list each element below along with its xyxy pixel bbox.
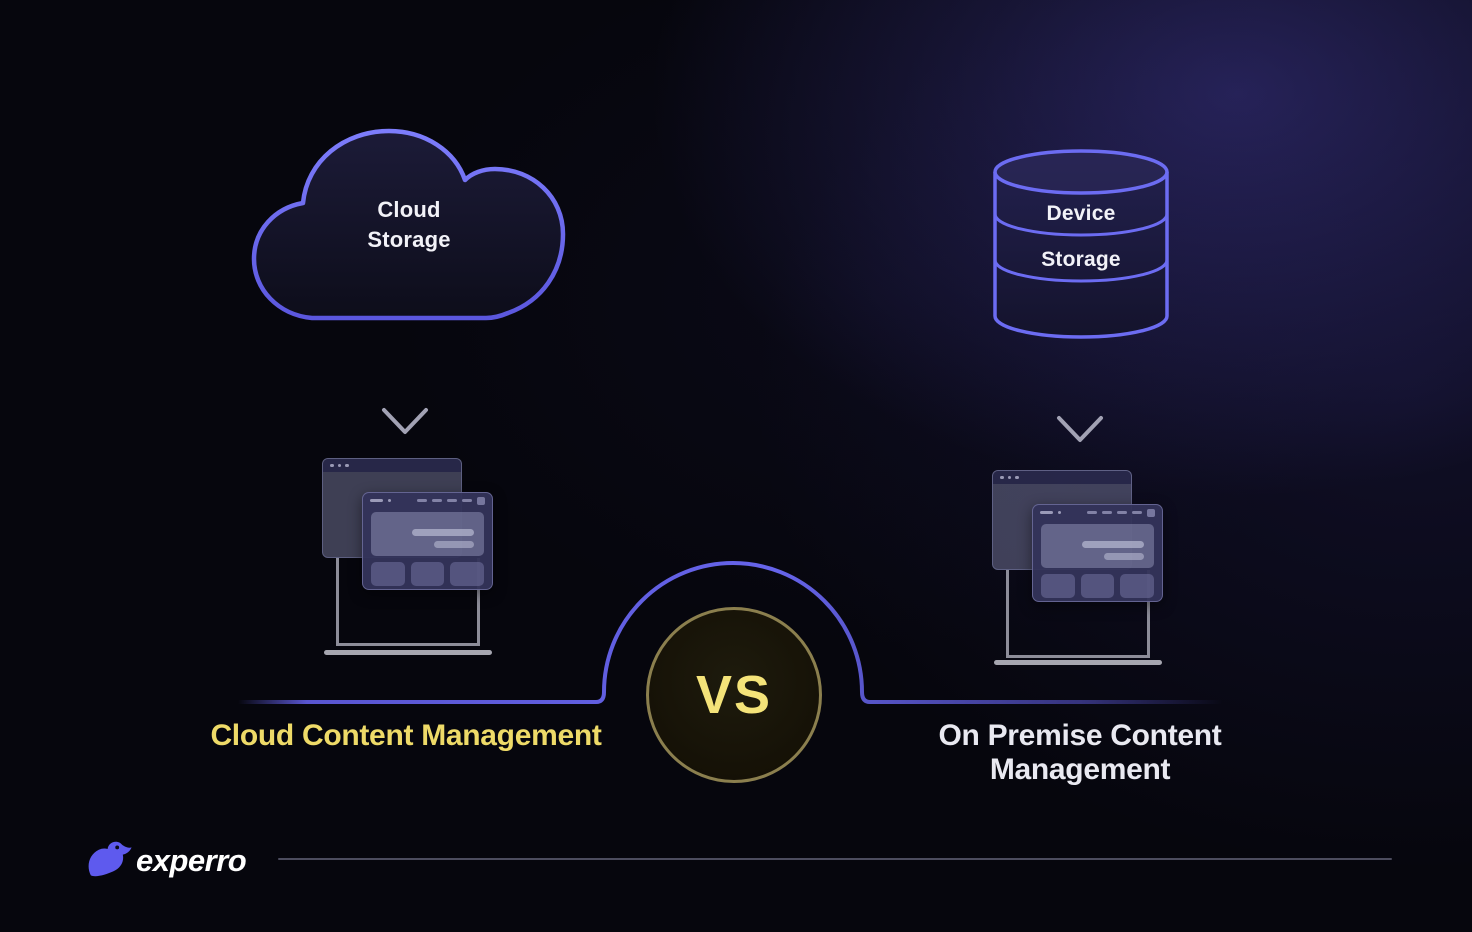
window-titlebar	[323, 459, 461, 472]
navbar-button	[1147, 508, 1155, 517]
brand-name: experro	[136, 843, 247, 878]
database-divider-2	[993, 259, 1169, 283]
window-card	[450, 562, 485, 586]
navbar-menu-dash	[417, 499, 427, 502]
bird-logo-icon	[88, 841, 132, 877]
database-body	[995, 151, 1167, 337]
device-storage-line2: Storage	[1041, 248, 1121, 271]
navbar-logo-dash	[1040, 511, 1053, 514]
window-dot	[337, 463, 341, 468]
navbar-dot	[1058, 511, 1061, 514]
window-card	[1041, 574, 1075, 598]
versus-badge: VS	[646, 607, 822, 783]
cloud-shape	[251, 128, 566, 321]
arrow-down-icon	[382, 354, 428, 434]
window-navbar	[1033, 505, 1162, 520]
cloud-icon	[251, 128, 566, 321]
monitor-base	[324, 650, 492, 655]
hero-text-dash	[434, 541, 474, 548]
window-dot	[330, 463, 334, 468]
footer-divider-line	[278, 858, 1392, 860]
hero-text-dash	[1104, 553, 1144, 560]
database-divider-1	[993, 213, 1169, 237]
device-storage-line1: Device	[1046, 202, 1116, 225]
window-hero-panel	[371, 512, 484, 556]
monitor-stand	[336, 558, 480, 646]
navbar-menu-dash	[1102, 511, 1112, 514]
caption-cloud-content-management: Cloud Content Management	[210, 719, 602, 752]
cloud-storage-label: Cloud Storage	[250, 195, 568, 255]
navbar-menu-dash	[1087, 511, 1097, 514]
window-cards-row	[1041, 574, 1155, 598]
browser-window-front	[1032, 504, 1163, 602]
hero-text-dash	[412, 529, 474, 536]
navbar-menu-dash	[1117, 511, 1127, 514]
navbar-menu-dash	[432, 499, 442, 502]
database-outline	[993, 172, 1169, 339]
window-dot	[1000, 475, 1004, 480]
arrow-down-icon	[1057, 362, 1103, 442]
window-card	[1120, 574, 1155, 598]
window-card	[1080, 574, 1115, 598]
window-cards-row	[371, 562, 485, 586]
navbar-dot	[388, 499, 391, 502]
window-dot	[1007, 475, 1011, 480]
window-hero-panel	[1041, 524, 1154, 568]
window-card	[371, 562, 405, 586]
caption-on-premise-content-management: On Premise Content Management	[938, 719, 1222, 786]
navbar-logo-dash	[370, 499, 383, 502]
browser-window-front	[362, 492, 493, 590]
navbar-menu-dash	[447, 499, 457, 502]
cloud-storage-line1: Cloud	[377, 197, 441, 222]
window-navbar	[363, 493, 492, 508]
monitor-base	[994, 660, 1162, 665]
window-card	[410, 562, 445, 586]
cloud-storage-line2: Storage	[367, 227, 451, 252]
navbar-button	[477, 496, 485, 505]
navbar-menu-dash	[462, 499, 472, 502]
database-icon	[993, 149, 1169, 339]
hero-text-dash	[1082, 541, 1144, 548]
versus-connector-line	[238, 561, 1222, 704]
database-top-cap	[993, 149, 1169, 195]
window-titlebar	[993, 471, 1131, 484]
navbar-menu-dash	[1132, 511, 1142, 514]
monitor-stand	[1006, 570, 1150, 658]
versus-label: VS	[695, 665, 773, 725]
window-dot	[1015, 475, 1019, 480]
window-dot	[345, 463, 349, 468]
